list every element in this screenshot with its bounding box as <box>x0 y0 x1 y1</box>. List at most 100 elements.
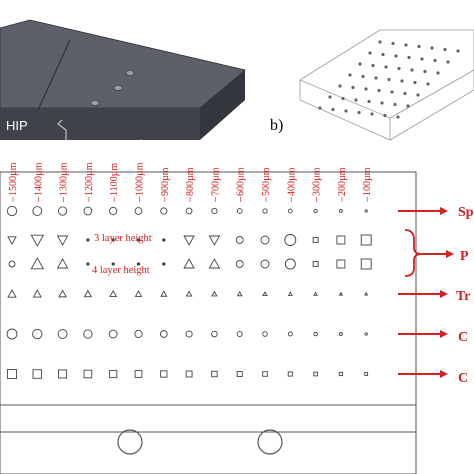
sphere-feature <box>236 208 243 214</box>
pyramid-feature <box>83 289 93 298</box>
square-feature <box>312 237 319 243</box>
specimen-outline <box>0 171 417 433</box>
features <box>6 205 372 379</box>
sphere-feature <box>83 206 93 216</box>
circle-feature <box>284 234 297 246</box>
four-layer-label: 4 layer height <box>92 265 150 276</box>
pyramid-feature <box>183 258 195 269</box>
sphere-feature <box>211 207 218 215</box>
wire-dot <box>380 101 384 105</box>
wire-dot <box>433 58 437 63</box>
sphere-feature <box>160 207 168 215</box>
hip-label: HIP <box>6 118 28 133</box>
panel-b-label: b) <box>270 117 283 134</box>
wire-dot <box>377 88 381 93</box>
wire-dot <box>423 69 427 74</box>
size-label: 1500µm <box>8 162 19 196</box>
pyramid-feature <box>313 291 318 296</box>
pyramid-feature <box>160 290 168 297</box>
wire-dot <box>357 110 361 115</box>
arrow-head <box>440 207 448 215</box>
row-arrows <box>398 207 454 378</box>
pyramid-feature <box>338 291 344 296</box>
wire-dot <box>338 84 342 88</box>
dot-feature <box>136 262 141 266</box>
cylinder-feature <box>338 332 343 336</box>
size-label: 500µm <box>261 167 272 196</box>
wire-dot <box>407 55 411 60</box>
pyramid-feature <box>30 257 45 270</box>
cube-feature <box>262 371 268 377</box>
wire-dot <box>371 63 375 68</box>
wireframe-3d <box>299 29 474 141</box>
wire-dot <box>456 49 460 53</box>
cylinder-feature <box>236 330 243 338</box>
wire-dot <box>341 96 345 101</box>
cube-feature <box>211 370 218 378</box>
wire-dot <box>404 43 408 47</box>
wire-dot <box>384 65 388 69</box>
wire-dot <box>318 106 322 110</box>
size-label: 1000µm <box>135 162 146 196</box>
size-label: 700µm <box>210 167 221 196</box>
wire-dot <box>344 109 348 113</box>
wire-dot <box>416 93 420 97</box>
sphere-feature <box>287 208 293 214</box>
pyramid-feature <box>30 234 45 247</box>
cylinder-feature <box>262 331 268 337</box>
wire-dot <box>394 54 398 58</box>
pyramid-feature <box>32 289 42 298</box>
dot-feature <box>111 262 115 266</box>
wire-dot <box>400 79 404 83</box>
circle-feature <box>260 259 270 269</box>
wire-dot <box>358 62 362 66</box>
cube-feature <box>338 371 343 377</box>
row-label-1: Sp <box>458 205 474 220</box>
circle-feature <box>235 260 244 268</box>
sphere-feature <box>134 207 143 215</box>
pyramid-feature <box>7 289 17 298</box>
square-feature <box>360 258 372 270</box>
square-feature <box>336 235 346 245</box>
plate-3d: HIP Re-melt <box>0 19 246 150</box>
pyramid-feature <box>7 236 17 245</box>
wire-dot <box>406 104 410 108</box>
sphere-feature <box>339 209 343 213</box>
pyramid-feature <box>185 290 193 297</box>
lower-hole-left <box>117 429 143 455</box>
wire-dot <box>383 113 387 118</box>
cube-feature <box>109 369 118 379</box>
row-label-4: C <box>458 330 468 345</box>
wire-dot <box>426 82 430 86</box>
dot-feature <box>136 238 141 242</box>
wire-dot <box>443 47 447 52</box>
cylinder-feature <box>134 329 143 339</box>
sphere-feature <box>57 206 68 216</box>
wire-dot <box>348 73 352 77</box>
wire-dot <box>446 60 450 64</box>
size-label: 600µm <box>236 167 247 196</box>
wire-dot <box>397 66 401 71</box>
size-label: 1400µm <box>33 162 44 196</box>
wire-dot <box>368 51 372 55</box>
cube-feature <box>160 370 168 378</box>
circle-feature <box>284 258 296 270</box>
wire-dot <box>354 98 358 102</box>
square-feature <box>336 259 346 269</box>
remelt-label: Re-melt <box>110 139 145 150</box>
circle-feature <box>8 260 16 268</box>
pyramid-feature <box>134 290 143 297</box>
wire-dot <box>396 115 400 119</box>
cylinder-feature <box>185 330 193 338</box>
pyramid-feature <box>287 291 293 296</box>
cube-feature <box>287 371 293 377</box>
sphere-feature <box>6 205 18 217</box>
arrow-head <box>446 250 454 258</box>
sphere-feature <box>262 208 268 214</box>
size-label: 100µm <box>362 167 373 196</box>
wire-dot <box>378 40 382 44</box>
arrow-head <box>440 370 448 378</box>
pyramid-feature <box>56 235 69 246</box>
